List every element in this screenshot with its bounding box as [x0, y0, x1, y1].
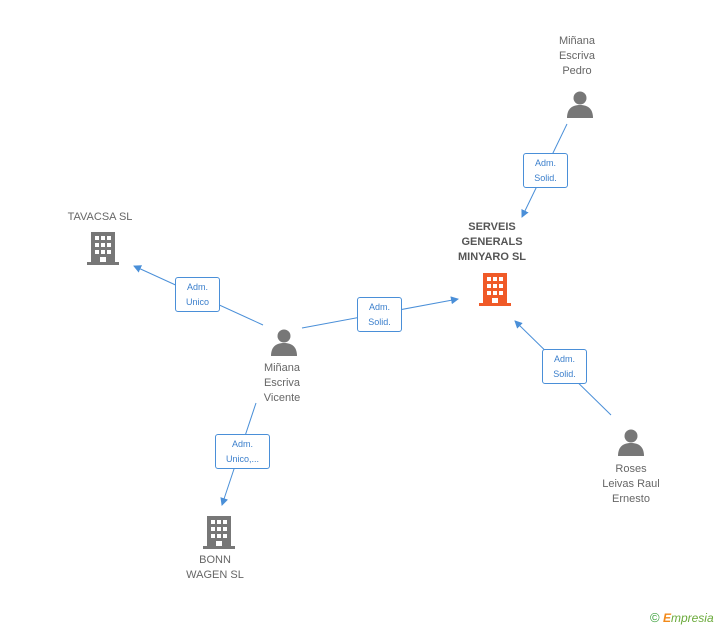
relation-box-vicente-bonn[interactable]: Adm. Unico,...	[215, 434, 270, 469]
brand-logo[interactable]: © Empresia	[650, 610, 728, 628]
relation-line: Unico	[185, 297, 209, 307]
company-label: TAVACSA SL	[50, 210, 150, 225]
relation-line: Solid.	[534, 173, 557, 183]
person-node-vicente[interactable]: Miñana Escriva Vicente	[242, 361, 322, 406]
brand-initial: E	[662, 611, 671, 625]
company-label: BONN WAGEN SL	[175, 553, 255, 583]
relation-line: Unico,...	[225, 454, 259, 464]
relation-line: Solid.	[368, 317, 391, 327]
label-line: Escriva	[558, 50, 596, 62]
label-line: MINYARO SL	[457, 251, 527, 263]
brand-name: mpresia	[670, 611, 714, 625]
person-node-roses[interactable]: Roses Leivas Raul Ernesto	[586, 462, 676, 507]
label-line: Vicente	[263, 392, 301, 404]
company-node-serveis[interactable]: SERVEIS GENERALS MINYARO SL	[437, 220, 547, 265]
person-label: Roses Leivas Raul Ernesto	[586, 462, 676, 507]
label-line: Roses	[615, 463, 647, 475]
relation-line: Adm.	[186, 282, 208, 292]
building-icon[interactable]	[478, 271, 512, 307]
person-node-pedro[interactable]: Miñana Escriva Pedro	[537, 34, 617, 79]
label-line: GENERALS	[461, 236, 523, 248]
relation-line: Adm.	[231, 439, 253, 449]
company-node-bonn[interactable]: BONN WAGEN SL	[175, 553, 255, 583]
relation-box-roses-serveis[interactable]: Adm. Solid.	[542, 349, 587, 384]
building-icon[interactable]	[202, 514, 236, 550]
relation-box-vicente-tavacsa[interactable]: Adm. Unico	[175, 277, 220, 312]
building-icon[interactable]	[86, 230, 120, 266]
relation-box-vicente-serveis[interactable]: Adm. Solid.	[357, 297, 402, 332]
label-line: Miñana	[558, 35, 596, 47]
label-line: Miñana	[263, 362, 301, 374]
label-line: BONN	[199, 554, 231, 566]
label-line: Escriva	[263, 377, 301, 389]
label-line: Ernesto	[612, 493, 650, 505]
label-line: WAGEN SL	[186, 569, 244, 581]
label-line: TAVACSA SL	[67, 211, 133, 223]
company-label: SERVEIS GENERALS MINYARO SL	[437, 220, 547, 265]
person-label: Miñana Escriva Pedro	[537, 34, 617, 79]
label-line: SERVEIS	[468, 221, 516, 233]
label-line: Leivas Raul	[602, 478, 660, 490]
label-line: Pedro	[562, 65, 592, 77]
copyright-icon: ©	[650, 610, 660, 625]
person-icon[interactable]	[565, 90, 595, 118]
relation-line: Adm.	[368, 302, 390, 312]
company-node-tavacsa[interactable]: TAVACSA SL	[50, 210, 150, 225]
relation-box-pedro-serveis[interactable]: Adm. Solid.	[523, 153, 568, 188]
person-icon[interactable]	[616, 428, 646, 456]
relation-line: Solid.	[553, 369, 576, 379]
person-label: Miñana Escriva Vicente	[242, 361, 322, 406]
relation-line: Adm.	[553, 354, 575, 364]
relation-line: Adm.	[534, 158, 556, 168]
person-icon[interactable]	[269, 328, 299, 356]
